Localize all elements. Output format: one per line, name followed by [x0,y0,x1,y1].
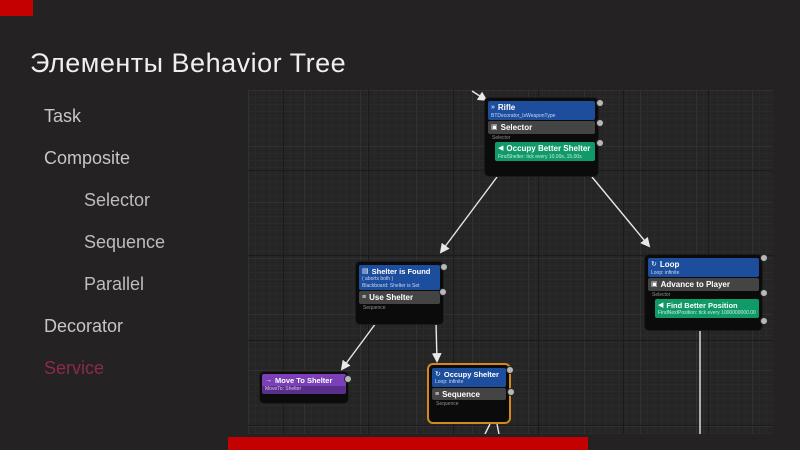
behavior-tree-canvas[interactable]: » Rifle BTDecorator_IsWeaponType ▣ Selec… [248,90,773,434]
toc-item-parallel: Parallel [84,274,145,294]
toc-item-selector: Selector [84,190,151,210]
toc-item-decorator: Decorator [44,316,124,336]
task-block: → Move To Shelter [262,374,346,386]
sequence-icon: ≡ [435,390,440,398]
node-subtitle: Loop: infinite [651,269,680,276]
node-title: Advance to Player [660,280,730,290]
composite-block: ≡ Use Shelter [359,291,440,304]
node-title: Shelter is Found [371,267,431,276]
node-title: Selector [500,123,533,133]
node-subtitle: Loop: infinite [435,379,464,385]
node-subtitle: FindShelter: tick every 10.00s..15.00s [498,153,582,160]
composite-block: ▣ Advance to Player [648,278,759,291]
node-subtitle: MoveTo: Shelter [262,386,346,394]
node-title: Find Better Position [666,301,738,311]
service-block: ◀ Find Better Position FindNextPosition:… [655,299,759,318]
loop-icon: ↻ [435,371,441,378]
pin-shelter-1[interactable] [441,264,447,270]
node-subtitle: BTDecorator_IsWeaponType [491,112,556,119]
bt-node-shelter-is-found[interactable]: ▤ Shelter is Found ( aborts both ) Black… [356,262,443,324]
node-subtitle: Sequence [363,304,386,311]
pin-rifle-1[interactable] [597,100,603,106]
pin-shelter-2[interactable] [440,289,446,295]
pin-loop-3[interactable] [761,318,767,324]
node-subtitle: ( aborts both ) [362,276,394,282]
node-title: Rifle [497,103,516,112]
node-subtitle: Selector [492,134,511,141]
pin-rifle-2[interactable] [597,120,603,126]
service-dot-icon: ◀ [498,145,504,153]
node-title: Sequence [442,389,480,399]
bt-node-loop[interactable]: ↻ Loop Loop: infinite ▣ Advance to Playe… [645,255,762,330]
node-subtitle: Sequence [436,401,459,408]
loop-icon: ↻ [651,261,657,269]
bt-node-occupy-shelter[interactable]: ↻ Occupy Shelter Loop: infinite ≡ Sequen… [427,363,511,424]
toc-item-sequence: Sequence [84,232,166,252]
pin-loop-2[interactable] [761,290,767,296]
decorator-block: ↻ Occupy Shelter Loop: infinite [432,368,506,387]
node-subtitle: Blackboard: Shelter is Set [362,282,420,289]
composite-block: ≡ Sequence [432,387,506,401]
decorator-block: » Rifle BTDecorator_IsWeaponType [488,101,595,121]
toc-item-service: Service [44,358,105,378]
redaction-bottom [228,437,588,450]
pin-loop-1[interactable] [761,255,767,261]
decorator-block: ▤ Shelter is Found ( aborts both ) Black… [359,265,440,290]
move-arrow-icon: → [265,377,272,384]
pin-rifle-3[interactable] [597,140,603,146]
node-subtitle: Selector [652,291,671,298]
decorator-block: ↻ Loop Loop: infinite [648,258,759,278]
toc-item-composite: Composite [44,148,131,168]
pin-move-1[interactable] [345,376,351,382]
bt-node-rifle-root[interactable]: » Rifle BTDecorator_IsWeaponType ▣ Selec… [485,98,598,176]
chevron-badge-icon: » [491,104,495,112]
composite-block: ▣ Selector [488,121,595,134]
selector-icon: ▣ [491,124,498,132]
node-subtitle: FindNextPosition: tick every 1000000000.… [658,310,756,317]
blackboard-icon: ▤ [362,268,369,275]
node-title: Loop [659,260,680,269]
bt-node-move-to-shelter[interactable]: → Move To Shelter MoveTo: Shelter [260,372,348,403]
pin-occupy-1[interactable] [507,367,513,373]
sequence-icon: ≡ [362,294,367,302]
topic-list: Task Composite Selector Sequence Paralle… [44,100,165,394]
pin-occupy-2[interactable] [508,389,514,395]
node-title: Occupy Shelter [443,370,499,379]
node-title: Move To Shelter [275,376,333,385]
redaction-top-left [0,0,33,16]
toc-item-task: Task [44,106,82,126]
edge-lines [340,90,701,434]
service-dot-icon: ◀ [658,302,664,310]
node-title: Occupy Better Shelter [506,144,591,154]
page-title: Элементы Behavior Tree [30,48,347,78]
selector-icon: ▣ [651,281,658,289]
service-block: ◀ Occupy Better Shelter FindShelter: tic… [495,142,595,162]
node-title: Use Shelter [369,293,414,302]
